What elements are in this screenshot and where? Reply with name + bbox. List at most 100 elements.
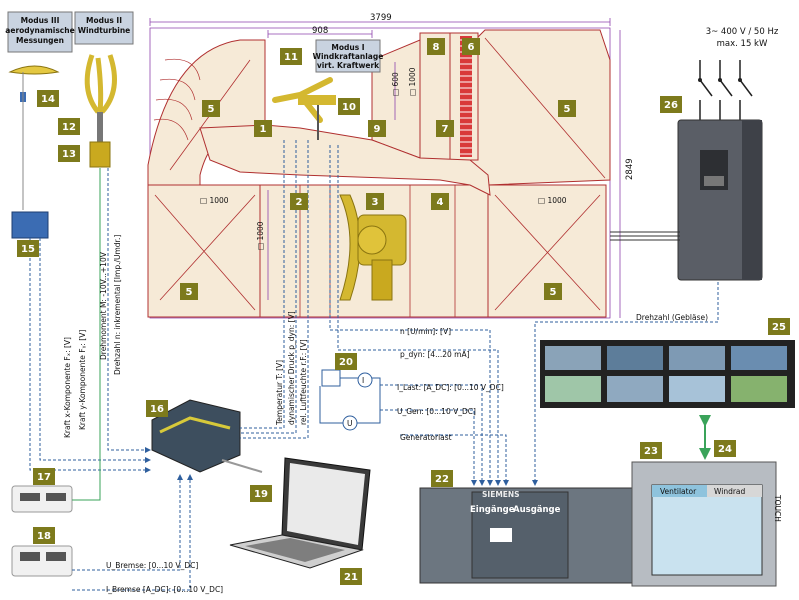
badge-19: 19 [250,485,272,502]
badge-10: 10 [338,98,360,115]
badge-7: 7 [436,120,454,137]
svg-text:20: 20 [339,357,353,368]
badge-12: 12 [58,118,80,135]
modus-i-line1: Modus I [331,43,364,52]
label-temperatur: Temperatur T: [V] [275,360,284,426]
svg-text:14: 14 [41,94,55,105]
svg-text:26: 26 [664,100,678,111]
badge-18: 18 [33,527,55,544]
plc-outputs-label: Ausgänge [513,505,561,515]
dim-600: □ 600 [391,72,400,96]
measurement-device-18 [11,545,73,577]
svg-text:6: 6 [468,42,475,53]
signal-lines [29,140,719,591]
power-spec-line1: 3~ 400 V / 50 Hz [706,27,779,37]
svg-text:15: 15 [21,244,35,255]
svg-text:3: 3 [372,197,379,208]
svg-text:5: 5 [186,287,193,298]
torque-line [72,168,101,501]
badge-17: 17 [33,468,55,485]
badge-2: 2 [290,193,308,210]
dim-1000-b: □ 1000 [256,221,265,250]
tunnel-test-section [199,124,491,196]
dim-2849: 2849 [625,158,635,180]
dim-1000-a: □ 1000 [200,196,229,205]
modus-i-line2: Windkraftanlage [313,52,384,61]
badge-8: 8 [427,38,445,55]
plc-brand: SIEMENS [482,490,520,499]
badge-5a: 5 [202,100,220,117]
badge-5d: 5 [544,283,562,300]
modus-iii-line2: aerodynamische [5,26,74,35]
svg-text:8: 8 [433,42,440,53]
label-u-gen: U_Gen: [0...10 V_DC] [397,407,476,416]
badge-11: 11 [280,48,302,65]
badge-14: 14 [37,90,59,107]
svg-text:12: 12 [62,122,76,133]
label-i-bremse: I_Bremse [A_DC]: [0...10 V_DC] [106,585,223,594]
svg-text:11: 11 [284,52,298,63]
tunnel-bend-top-right [469,29,611,186]
voltage-symbol: U [347,419,353,428]
current-symbol: I [362,376,364,385]
modus-ii-line1: Modus II [86,16,122,25]
svg-text:7: 7 [442,124,449,135]
frequency-converter [677,119,763,281]
hmi-panel: Ventilator Windrad TOUCH [631,461,782,587]
monitor-wall [540,340,795,408]
label-kraft-y: Kraft y-Komponente Fᵧ: [V] [78,330,87,430]
badge-13: 13 [58,145,80,162]
power-spec-line2: max. 15 kW [717,39,768,49]
laptop [229,457,371,569]
dim-1000-c: □ 1000 [538,196,567,205]
label-luftfeuchte: rel. Luftfeuchte r.F.: [V] [299,339,308,425]
plc-inputs-label: Eingänge [470,505,515,515]
blower-fan [339,194,407,301]
label-p-dyn: p_dyn: [4...20 mA] [400,350,470,359]
power-supply: 3~ 400 V / 50 Hz max. 15 kW [698,27,779,120]
badge-1: 1 [254,120,272,137]
badge-5c: 5 [180,283,198,300]
svg-text:23: 23 [644,446,658,457]
badge-15: 15 [17,240,39,257]
modus-iii-line1: Modus III [21,16,60,25]
badge-16: 16 [146,400,168,417]
badge-23: 23 [640,442,662,459]
svg-text:1: 1 [260,124,267,135]
measurement-device-17 [11,485,73,513]
badge-25: 25 [768,318,790,335]
dim-1000-vertical: □ 1000 [408,67,417,96]
badge-22: 22 [431,470,453,487]
badge-21: 21 [340,568,362,585]
svg-text:24: 24 [718,444,732,455]
badge-5b: 5 [558,100,576,117]
dim-3799: 3799 [370,13,392,23]
force-sensor-box [11,211,49,239]
svg-text:25: 25 [772,322,786,333]
modus-iii-line3: Messungen [16,36,64,45]
modus-i-block: Modus I Windkraftanlage virt. Kraftwerk [272,39,384,140]
airfoil-icon [8,65,60,75]
badge-6: 6 [462,38,480,55]
label-kraft-x: Kraft x-Komponente Fₓ: [V] [63,337,72,438]
svg-text:21: 21 [344,572,358,583]
badge-4: 4 [431,193,449,210]
badge-26: 26 [660,96,682,113]
modus-iii-block: Modus III aerodynamische Messungen [5,11,75,210]
daq-module [151,399,263,473]
badge-24: 24 [714,440,736,457]
label-generatorlast: Generatorlast [400,433,452,442]
vertical-turbine-icon [84,54,117,114]
dim-908: 908 [312,26,328,36]
svg-text:9: 9 [374,124,381,135]
svg-text:16: 16 [150,404,164,415]
hmi-tab-ventilator: Ventilator [660,487,697,496]
modus-i-line3: virt. Kraftwerk [317,61,380,70]
modus-ii-block: Modus II Windturbine [74,11,134,168]
dimensions [149,18,621,318]
svg-text:10: 10 [342,102,356,113]
label-dyn-druck: dynamischer Druck p_dyn: [V] [287,311,296,425]
badges: 1 2 3 4 5 5 5 5 6 7 8 9 10 11 12 13 14 1… [17,38,790,585]
